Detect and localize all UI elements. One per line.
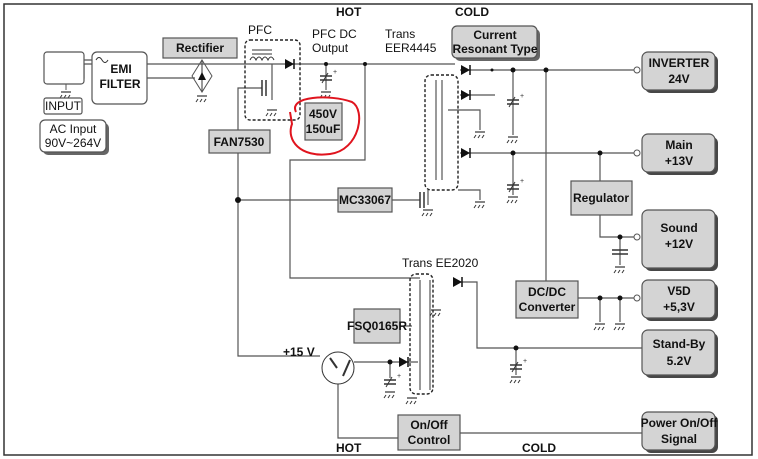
output-name: Stand-By xyxy=(653,337,706,351)
standby-transformer-outline xyxy=(409,273,434,395)
dcdc-line2: Converter xyxy=(519,300,576,314)
red-highlight-circle xyxy=(289,96,361,156)
capacitor-value: 150uF xyxy=(306,122,341,136)
resonant-type-box xyxy=(451,25,538,59)
output-name: V5D xyxy=(667,284,691,298)
cold-label-bottom: COLD xyxy=(522,441,556,455)
emi-filter-block xyxy=(91,51,148,105)
regulator-block xyxy=(570,180,633,216)
output-name: INVERTER xyxy=(649,56,710,70)
pfc-output-label: PFC DC xyxy=(312,27,357,41)
output-sound: Sound +12V xyxy=(641,209,716,269)
fuse-icon xyxy=(95,57,109,63)
trans-main-model: EER4445 xyxy=(385,41,437,55)
emi-label: EMI xyxy=(110,62,131,76)
main-transformer-outline xyxy=(424,74,459,191)
input-connector xyxy=(43,51,85,85)
junction-dots xyxy=(235,62,623,365)
hot-label-bottom: HOT xyxy=(336,441,362,455)
regulator-label: Regulator xyxy=(573,191,629,205)
output-main: Main +13V xyxy=(641,133,716,173)
output-standby: Stand-By 5.2V xyxy=(641,329,716,376)
rectifier-block xyxy=(162,37,238,59)
output-voltage: +13V xyxy=(665,154,693,168)
ac-input-range: 90V~264V xyxy=(45,136,101,150)
output-voltage: Signal xyxy=(661,432,697,446)
output-power-onoff-signal: Power On/Off Signal xyxy=(641,411,719,451)
onoff-line1: On/Off xyxy=(410,418,448,432)
fsq-label: FSQ0165R xyxy=(347,319,407,333)
bulk-capacitor-block xyxy=(304,102,343,141)
wires xyxy=(58,59,642,439)
pfc-stage-outline xyxy=(244,39,301,121)
resonant-line1: Current xyxy=(473,28,516,42)
dcdc-line1: DC/DC xyxy=(528,285,566,299)
onoff-line2: Control xyxy=(408,433,451,447)
output-name: Power On/Off xyxy=(641,416,719,430)
pfc-output-label-2: Output xyxy=(312,41,349,55)
ac-input-label: AC Input xyxy=(50,122,97,136)
output-voltage: 5.2V xyxy=(667,354,692,368)
hot-label-top: HOT xyxy=(336,5,362,19)
fan7530-label: FAN7530 xyxy=(214,135,265,149)
fan7530-block xyxy=(208,129,271,154)
trans-standby-label: Trans EE2020 xyxy=(402,256,479,270)
trans-main-label: Trans xyxy=(385,27,415,41)
dcdc-converter-block xyxy=(515,280,579,319)
output-voltage: +12V xyxy=(665,237,693,251)
output-terminals xyxy=(633,66,641,302)
frame xyxy=(3,3,753,456)
filter-label: FILTER xyxy=(99,77,140,91)
output-name: Main xyxy=(665,138,692,152)
resonant-line2: Resonant Type xyxy=(452,42,537,56)
fsq0165r-block xyxy=(353,308,401,344)
output-name: Sound xyxy=(660,221,697,235)
output-inverter: INVERTER 24V xyxy=(641,51,716,91)
capacitor-voltage: 450V xyxy=(309,107,337,121)
rectifier-label: Rectifier xyxy=(176,41,224,55)
input-label: INPUT xyxy=(45,99,82,113)
cold-label-top: COLD xyxy=(455,5,489,19)
output-v5d: V5D +5,3V xyxy=(641,279,716,319)
ac-input-box xyxy=(39,119,107,153)
output-voltage: 24V xyxy=(668,72,689,86)
mc33067-block xyxy=(337,187,393,213)
onoff-control-block xyxy=(397,414,461,451)
pfc-label: PFC xyxy=(248,23,272,37)
output-voltage: +5,3V xyxy=(663,300,695,314)
mc33067-label: MC33067 xyxy=(339,193,391,207)
v15-label: +15 V xyxy=(283,345,315,359)
input-label-box xyxy=(43,97,83,115)
